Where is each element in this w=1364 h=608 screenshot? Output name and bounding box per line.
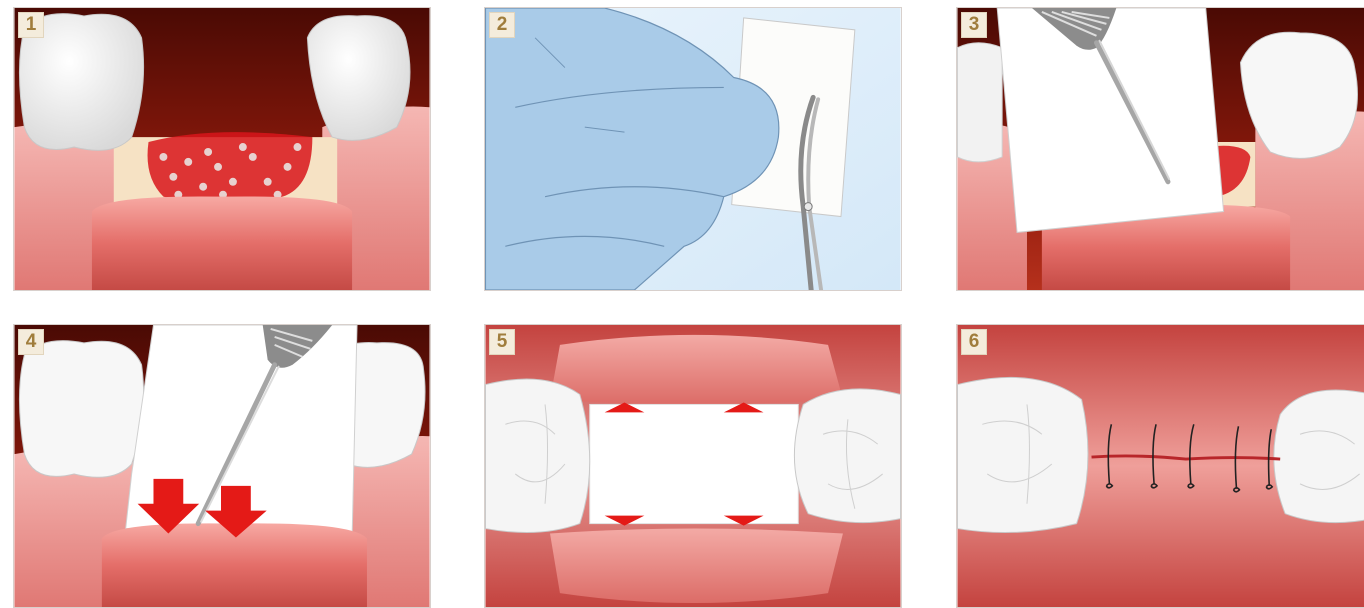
graft-illustration [14, 8, 430, 290]
panel-4: 4 [13, 324, 431, 608]
step-number-badge: 6 [961, 329, 987, 355]
step-number-badge: 2 [489, 12, 515, 38]
step-number-badge: 3 [961, 12, 987, 38]
panel-2: 2 [484, 7, 902, 291]
occlusal-membrane-illustration [485, 325, 901, 607]
step-number-badge: 5 [489, 329, 515, 355]
step-number-badge: 4 [18, 329, 44, 355]
panel-3: 3 [956, 7, 1364, 291]
membrane-press-illustration [14, 325, 430, 607]
panel-1: 1 [13, 7, 431, 291]
step-number-badge: 1 [18, 12, 44, 38]
membrane-cutting-illustration [485, 8, 901, 290]
panel-6: 6 [956, 324, 1364, 608]
suture-closure-illustration [957, 325, 1364, 607]
panel-5: 5 [484, 324, 902, 608]
membrane-placement-illustration [957, 8, 1364, 290]
